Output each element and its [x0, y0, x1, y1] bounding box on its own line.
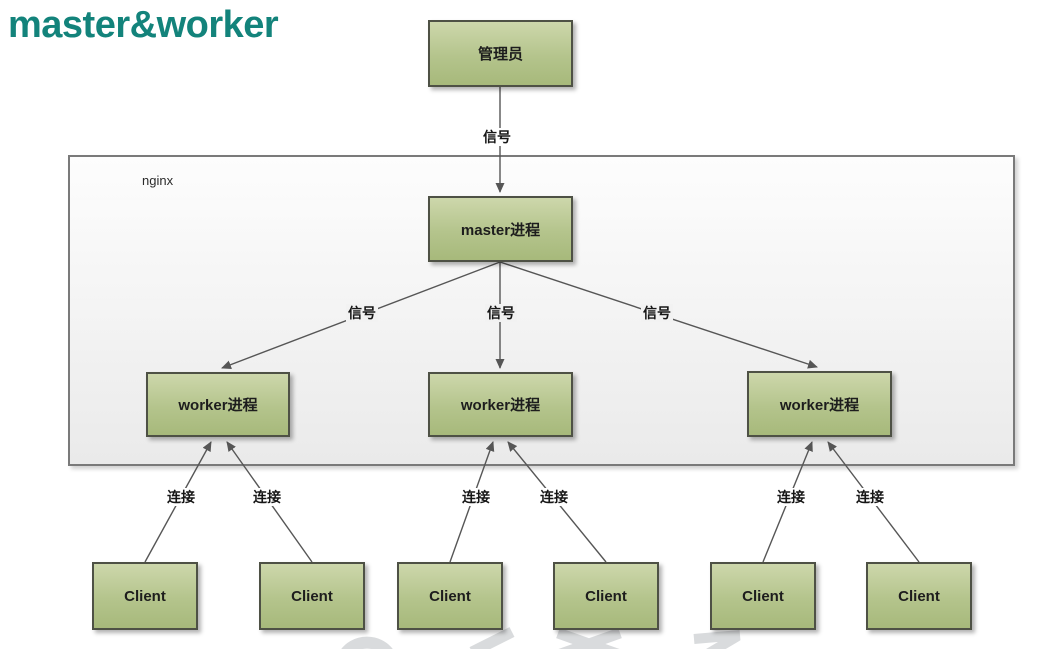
watermark-arc-shape [341, 636, 393, 649]
node-master-process: master进程 [428, 196, 573, 262]
edge-label-signal-top: 信号 [481, 128, 513, 146]
node-client-4: Client [553, 562, 659, 630]
node-client-2: Client [259, 562, 365, 630]
page-title: master&worker [8, 4, 279, 46]
node-worker-process-3: worker进程 [747, 371, 892, 437]
edge-label-connect-6: 连接 [854, 488, 886, 506]
edge-label-signal-right: 信号 [641, 304, 673, 322]
node-worker-process-2: worker进程 [428, 372, 573, 437]
nginx-container-label: nginx [142, 173, 174, 188]
node-client-6: Client [866, 562, 972, 630]
node-client-5: Client [710, 562, 816, 630]
edge-label-connect-3: 连接 [460, 488, 492, 506]
edge-label-signal-left: 信号 [346, 304, 378, 322]
edge-label-signal-middle: 信号 [485, 304, 517, 322]
node-admin: 管理员 [428, 20, 573, 87]
node-worker-process-1: worker进程 [146, 372, 290, 437]
edge-label-connect-2: 连接 [251, 488, 283, 506]
node-client-3: Client [397, 562, 503, 630]
watermark-x-shape [556, 627, 622, 649]
node-client-1: Client [92, 562, 198, 630]
edge-label-connect-1: 连接 [165, 488, 197, 506]
edge-label-connect-4: 连接 [538, 488, 570, 506]
edge-label-connect-5: 连接 [775, 488, 807, 506]
watermark-z-shape [693, 630, 741, 649]
